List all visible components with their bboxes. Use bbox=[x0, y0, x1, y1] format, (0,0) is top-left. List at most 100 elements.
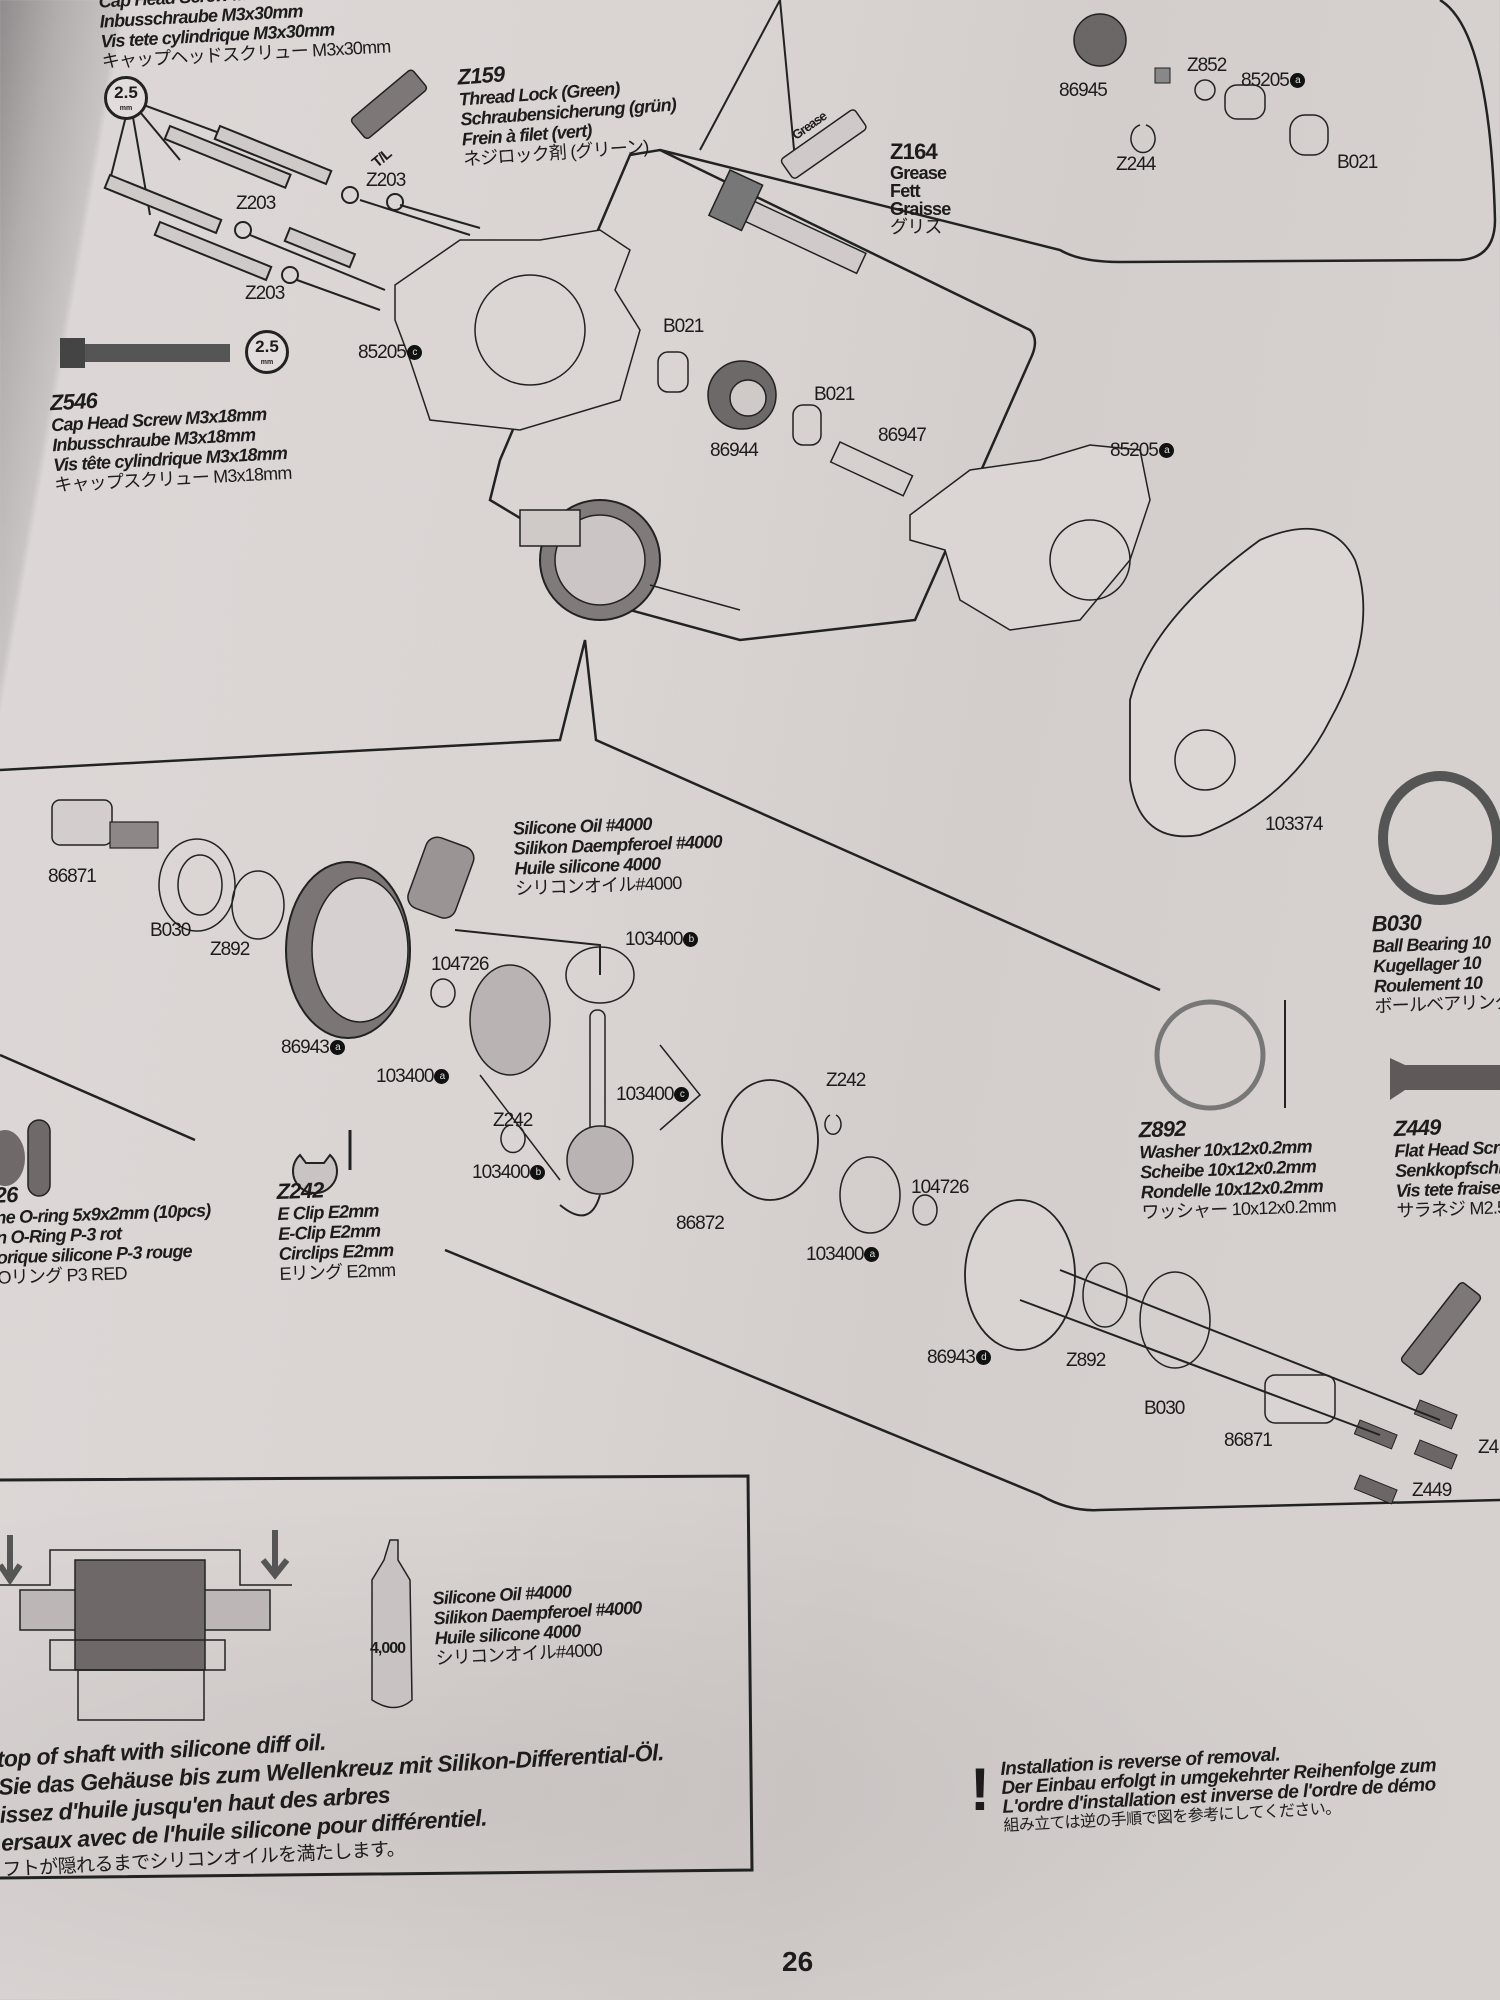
part-label-103374: 103374 bbox=[1265, 814, 1323, 835]
part-number: 103400 bbox=[806, 1244, 864, 1265]
sub-part-badge: a bbox=[1158, 443, 1174, 459]
part-label-z244: Z244 bbox=[1116, 154, 1156, 175]
page-number: 26 bbox=[782, 1946, 814, 1977]
part-label-z203: Z203 bbox=[245, 283, 285, 304]
diff-cover-86872 bbox=[721, 1079, 819, 1201]
grease-tube bbox=[780, 109, 867, 179]
gearbox-housing-left bbox=[394, 229, 641, 431]
sub-part-badge: c bbox=[406, 345, 422, 361]
spec-line: Eリング E2mm bbox=[279, 1259, 396, 1284]
part-label-b021: B021 bbox=[814, 384, 855, 405]
z242-spec: Z242 E Clip E2mm E-Clip E2mm Circlips E2… bbox=[276, 1176, 395, 1284]
silicone-oil-spec: Silicone Oil #4000 Silikon Daempferoel #… bbox=[513, 811, 724, 899]
part-number: 85205 bbox=[358, 342, 407, 363]
tool-size-value: 2.5 bbox=[114, 83, 138, 102]
part-label-z242: Z242 bbox=[826, 1070, 866, 1091]
o-ring-spec: 26 ne O-ring 5x9x2mm (10pcs) n O-Ring P-… bbox=[0, 1176, 213, 1288]
part-label-z203: Z203 bbox=[236, 193, 276, 214]
diff-case-right bbox=[964, 1199, 1076, 1351]
part-label-b021: B021 bbox=[663, 316, 704, 337]
part-label-86944: 86944 bbox=[710, 440, 759, 461]
e-clip-art bbox=[292, 1153, 338, 1195]
tool-size-unit: mm bbox=[260, 359, 274, 366]
part-number: 103400 bbox=[625, 929, 683, 950]
sub-part-badge: a bbox=[864, 1247, 880, 1263]
part-number: 86943 bbox=[281, 1037, 330, 1058]
part-number: 103400 bbox=[376, 1066, 434, 1087]
motor-plate-103374 bbox=[1129, 527, 1365, 838]
b030-spec: B030 Ball Bearing 10 Kugellager 10 Roule… bbox=[1371, 908, 1500, 1017]
sub-part-badge: c bbox=[674, 1087, 690, 1103]
threadlock-tube bbox=[350, 69, 428, 140]
part-label-b030: B030 bbox=[150, 920, 191, 941]
part-label-b030: B030 bbox=[1144, 1398, 1185, 1419]
leader-line bbox=[0, 1053, 196, 1142]
tool-size-unit: mm bbox=[119, 105, 133, 112]
part-code: Z449 bbox=[1393, 1114, 1441, 1142]
callout-frame-top bbox=[659, 0, 1497, 264]
part-number: 103400 bbox=[472, 1162, 530, 1183]
sub-part-badge: a bbox=[1289, 73, 1305, 89]
part-code: Z164 bbox=[890, 139, 938, 164]
part-label-z852: Z852 bbox=[1187, 55, 1227, 76]
sub-part-badge: d bbox=[975, 1350, 991, 1366]
tool-size-value: 2.5 bbox=[255, 337, 279, 356]
part-label-z203: Z203 bbox=[366, 170, 406, 191]
part-number: 103400 bbox=[616, 1084, 674, 1105]
part-label-z449-partial: Z4 bbox=[1478, 1437, 1499, 1458]
warning-exclamation-icon: ! bbox=[970, 1756, 990, 1823]
threadlock-tube-2 bbox=[1400, 1282, 1482, 1376]
part-label-86947: 86947 bbox=[878, 425, 927, 446]
sub-part-badge: a bbox=[434, 1069, 450, 1085]
sub-part-badge: b bbox=[530, 1165, 546, 1181]
callout-frame-middle bbox=[488, 148, 1037, 642]
z892-washer-art bbox=[1154, 999, 1266, 1111]
callout-pointer-top bbox=[699, 0, 796, 161]
sub-part-badge: b bbox=[683, 932, 699, 948]
z449-screw-art bbox=[1390, 1058, 1500, 1100]
part-label-z892: Z892 bbox=[1066, 1350, 1106, 1371]
z164-spec: Z164 Grease Fett Graisse グリス bbox=[890, 139, 951, 237]
hex-wrench-size-icon: 2.5 mm bbox=[245, 330, 289, 374]
z546-spec: Z546 Cap Head Screw M3x18mm Inbusschraub… bbox=[49, 379, 292, 495]
sub-part-badge: a bbox=[329, 1040, 345, 1056]
spec-line: Grease bbox=[890, 163, 947, 183]
z546-screw-art bbox=[60, 338, 85, 368]
callout-frame-lower bbox=[0, 639, 1500, 1512]
part-label-z892: Z892 bbox=[210, 939, 250, 960]
spec-line: サラネジ M2.5x bbox=[1396, 1196, 1500, 1222]
silicone-oil-spec-box: Silicone Oil #4000 Silikon Daempferoel #… bbox=[432, 1578, 644, 1668]
z449-spec: Z449 Flat Head Scre Senkkopfschr Vis tet… bbox=[1393, 1113, 1500, 1221]
spec-line: Fett bbox=[890, 181, 921, 201]
part-number: 86943 bbox=[927, 1347, 976, 1368]
hex-wrench-size-icon: 2.5 mm bbox=[104, 76, 148, 120]
spec-line: グリス bbox=[890, 217, 942, 237]
part-number: 85205 bbox=[1241, 70, 1290, 91]
part-label-z449: Z449 bbox=[1412, 1480, 1452, 1501]
part-label-86872: 86872 bbox=[676, 1213, 725, 1234]
gear-86945 bbox=[1073, 13, 1127, 67]
part-label-104726: 104726 bbox=[431, 954, 489, 975]
spec-line: ボールベアリング bbox=[1374, 991, 1500, 1017]
part-number: 85205 bbox=[1110, 440, 1159, 461]
instruction-box bbox=[0, 1474, 754, 1880]
oil-fill-diagram bbox=[0, 1530, 292, 1721]
part-label-z242: Z242 bbox=[493, 1110, 533, 1131]
part-label-b021: B021 bbox=[1337, 152, 1378, 173]
part-label-104726: 104726 bbox=[911, 1177, 969, 1198]
part-label-86871: 86871 bbox=[48, 866, 97, 887]
o-ring-art bbox=[0, 1130, 25, 1186]
outdrive-86871-left bbox=[51, 799, 113, 846]
oil-bottle-label: 4,000 bbox=[370, 1640, 406, 1657]
